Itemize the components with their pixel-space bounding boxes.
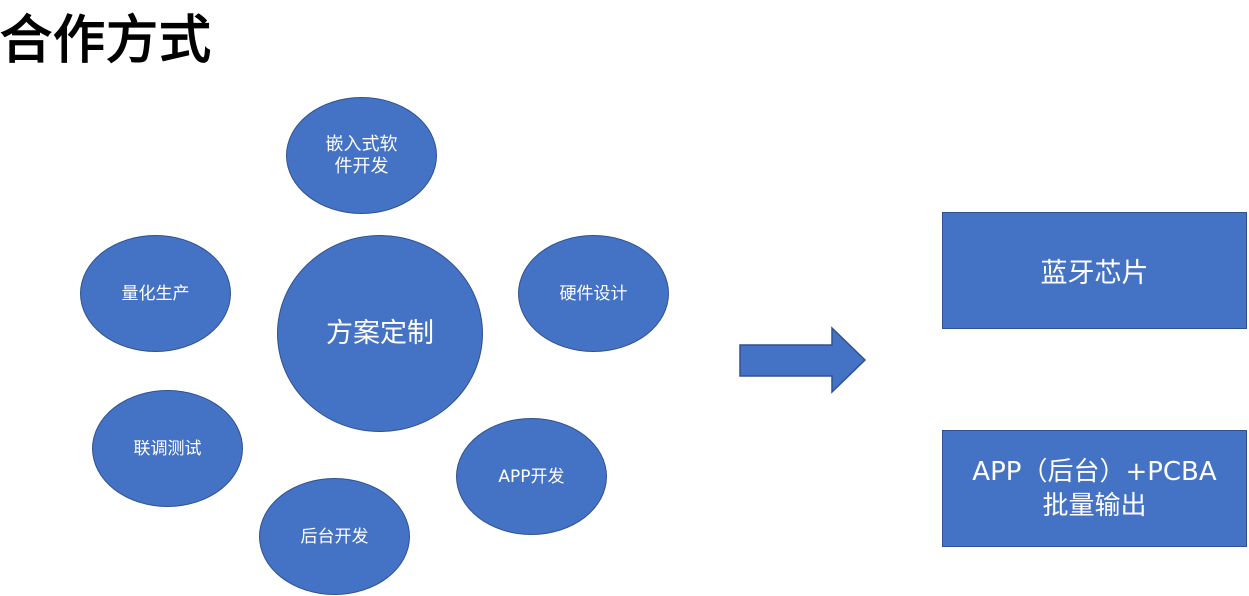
node-app-development-label: APP开发 [498,466,565,487]
node-testing: 联调测试 [92,390,243,507]
node-hardware-design: 硬件设计 [518,235,669,352]
output-app-pcba: APP（后台）+PCBA批量输出 [942,430,1247,547]
output-bluetooth-chip-label: 蓝牙芯片 [1040,258,1149,289]
node-solution-customization-label: 方案定制 [326,317,434,349]
node-backend-development: 后台开发 [259,478,410,595]
page-title: 合作方式 [0,11,213,71]
right-arrow-icon [739,326,867,394]
node-backend-development-label: 后台开发 [300,526,369,547]
node-production: 量化生产 [80,235,231,352]
node-embedded-software-label: 嵌入式软件开发 [325,133,398,177]
node-app-development: APP开发 [456,418,607,535]
node-solution-customization: 方案定制 [277,235,483,432]
output-app-pcba-label: APP（后台）+PCBA批量输出 [972,456,1217,521]
node-testing-label: 联调测试 [133,438,202,459]
node-hardware-design-label: 硬件设计 [559,283,628,304]
output-bluetooth-chip: 蓝牙芯片 [942,212,1247,329]
node-production-label: 量化生产 [121,283,190,304]
node-embedded-software: 嵌入式软件开发 [286,97,437,214]
